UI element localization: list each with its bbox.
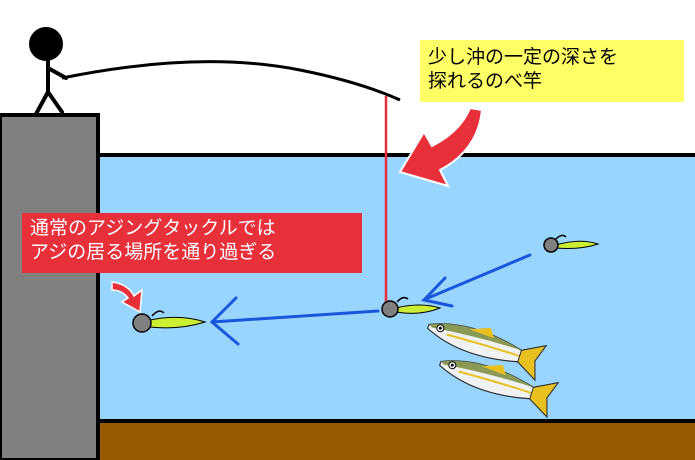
angler-figure — [29, 27, 68, 116]
lure-near — [132, 310, 207, 333]
red-arrow-icon — [398, 106, 484, 188]
callout-ajing-line-2: アジの居る場所を通り過ぎる — [30, 240, 277, 263]
callout-nobezao: 少し沖の一定の深さを 探れるのべ竿 — [420, 40, 684, 102]
water — [97, 155, 695, 420]
callout-ajing: 通常のアジングタックルでは アジの居る場所を通り過ぎる — [22, 213, 362, 273]
lure-rod — [381, 296, 442, 318]
callout-nobezao-line-1: 少し沖の一定の深さを — [428, 46, 619, 68]
callout-ajing-line-1: 通常のアジングタックルでは — [30, 217, 276, 239]
fishing-rod — [61, 60, 401, 102]
lure-far — [543, 234, 600, 253]
pier — [0, 113, 100, 460]
retrieve-path — [209, 253, 532, 346]
fish-upper — [426, 323, 548, 382]
seabed — [97, 421, 695, 460]
callout-nobezao-line-2: 探れるのべ竿 — [428, 69, 543, 92]
small-red-arrow-icon — [111, 281, 143, 314]
fish-lower — [438, 360, 560, 419]
